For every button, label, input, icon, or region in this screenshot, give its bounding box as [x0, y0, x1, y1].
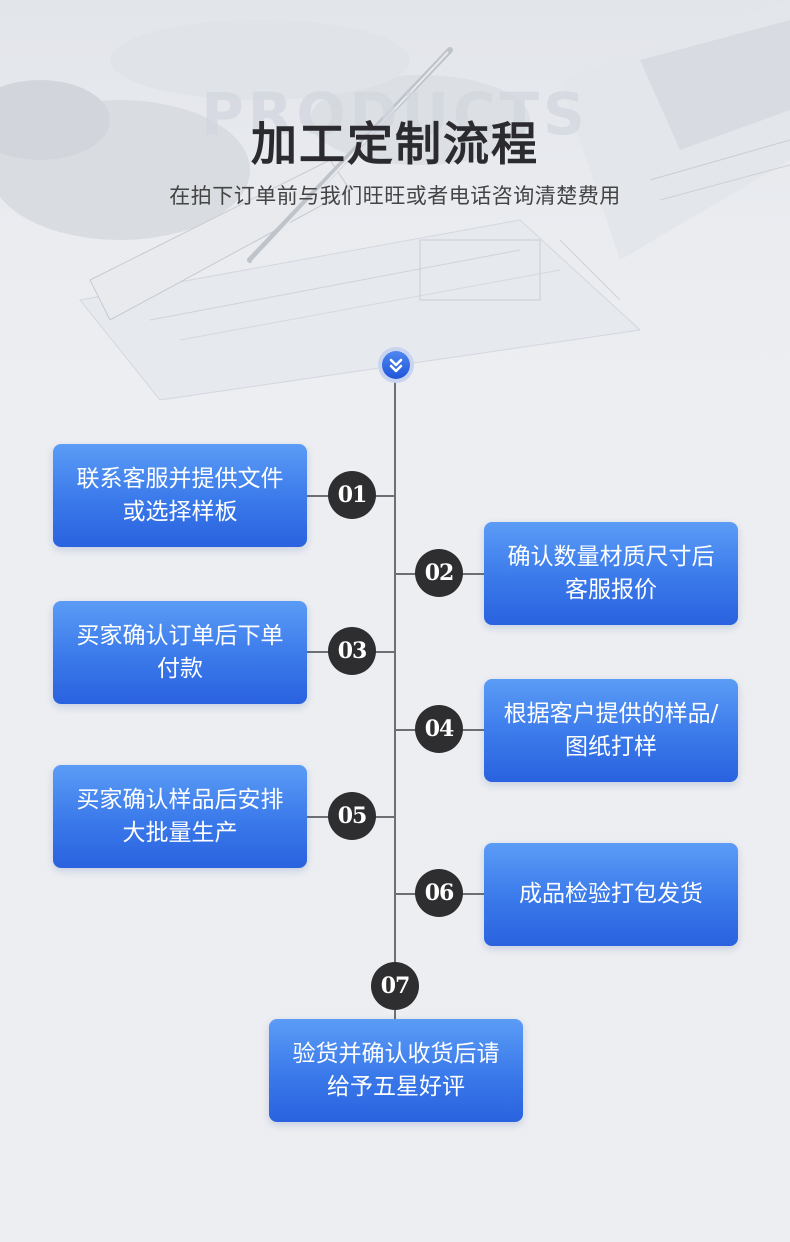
double-chevron-down-icon: [378, 347, 414, 383]
step-text-03: 买家确认订单后下单付款: [76, 622, 284, 682]
timeline-spine: [394, 380, 396, 1020]
step-card-03: 买家确认订单后下单付款: [53, 601, 307, 704]
step-text-07: 验货并确认收货后请给予五星好评: [292, 1040, 500, 1100]
page-subtitle: 在拍下订单前与我们旺旺或者电话咨询清楚费用: [169, 184, 621, 208]
double-chevron-glyph: [382, 351, 410, 379]
step-number-05: 05: [328, 792, 376, 840]
hero-background-illustration: [0, 0, 790, 400]
step-text-04: 根据客户提供的样品/图纸打样: [503, 700, 719, 760]
step-card-07: 验货并确认收货后请给予五星好评: [269, 1019, 523, 1122]
step-card-01: 联系客服并提供文件或选择样板: [53, 444, 307, 547]
step-number-07: 07: [371, 962, 419, 1010]
step-card-04: 根据客户提供的样品/图纸打样: [484, 679, 738, 782]
step-text-02: 确认数量材质尺寸后客服报价: [507, 543, 715, 603]
step-card-06: 成品检验打包发货: [484, 843, 738, 946]
step-text-06: 成品检验打包发货: [519, 881, 703, 907]
hero-banner: PRODUCTS 加工定制流程 在拍下订单前与我们旺旺或者电话咨询清楚费用: [0, 0, 790, 400]
step-card-02: 确认数量材质尺寸后客服报价: [484, 522, 738, 625]
step-number-03: 03: [328, 627, 376, 675]
step-number-01: 01: [328, 471, 376, 519]
page-title: 加工定制流程: [251, 117, 539, 171]
watermark-text: PRODUCTS: [201, 80, 589, 148]
step-number-06: 06: [415, 869, 463, 917]
step-card-05: 买家确认样品后安排大批量生产: [53, 765, 307, 868]
step-number-04: 04: [415, 705, 463, 753]
step-text-01: 联系客服并提供文件或选择样板: [76, 465, 284, 525]
step-text-05: 买家确认样品后安排大批量生产: [76, 786, 284, 846]
step-number-02: 02: [415, 549, 463, 597]
